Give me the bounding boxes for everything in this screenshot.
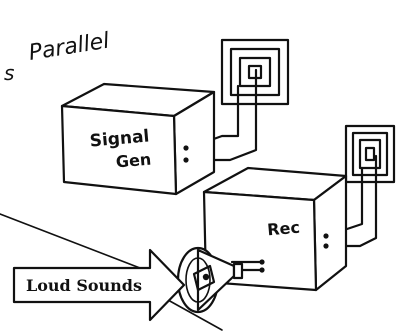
signal-generator-box <box>60 82 216 196</box>
background-line <box>0 213 141 269</box>
diagram-title: Parallel <box>27 29 111 66</box>
signal-gen-label-line2: Gen <box>115 150 152 172</box>
title-fragment: s <box>4 61 14 85</box>
input-arrow-label: Loud Sounds <box>26 276 142 295</box>
receiver-input-terminal-upper <box>259 259 265 265</box>
right-coil-icon <box>344 124 396 184</box>
input-arrow <box>12 248 186 322</box>
receiver-box <box>202 166 348 292</box>
receiver-label: Rec <box>266 218 300 240</box>
speaker-icon <box>176 246 244 314</box>
receiver-input-terminal-lower <box>259 267 265 273</box>
